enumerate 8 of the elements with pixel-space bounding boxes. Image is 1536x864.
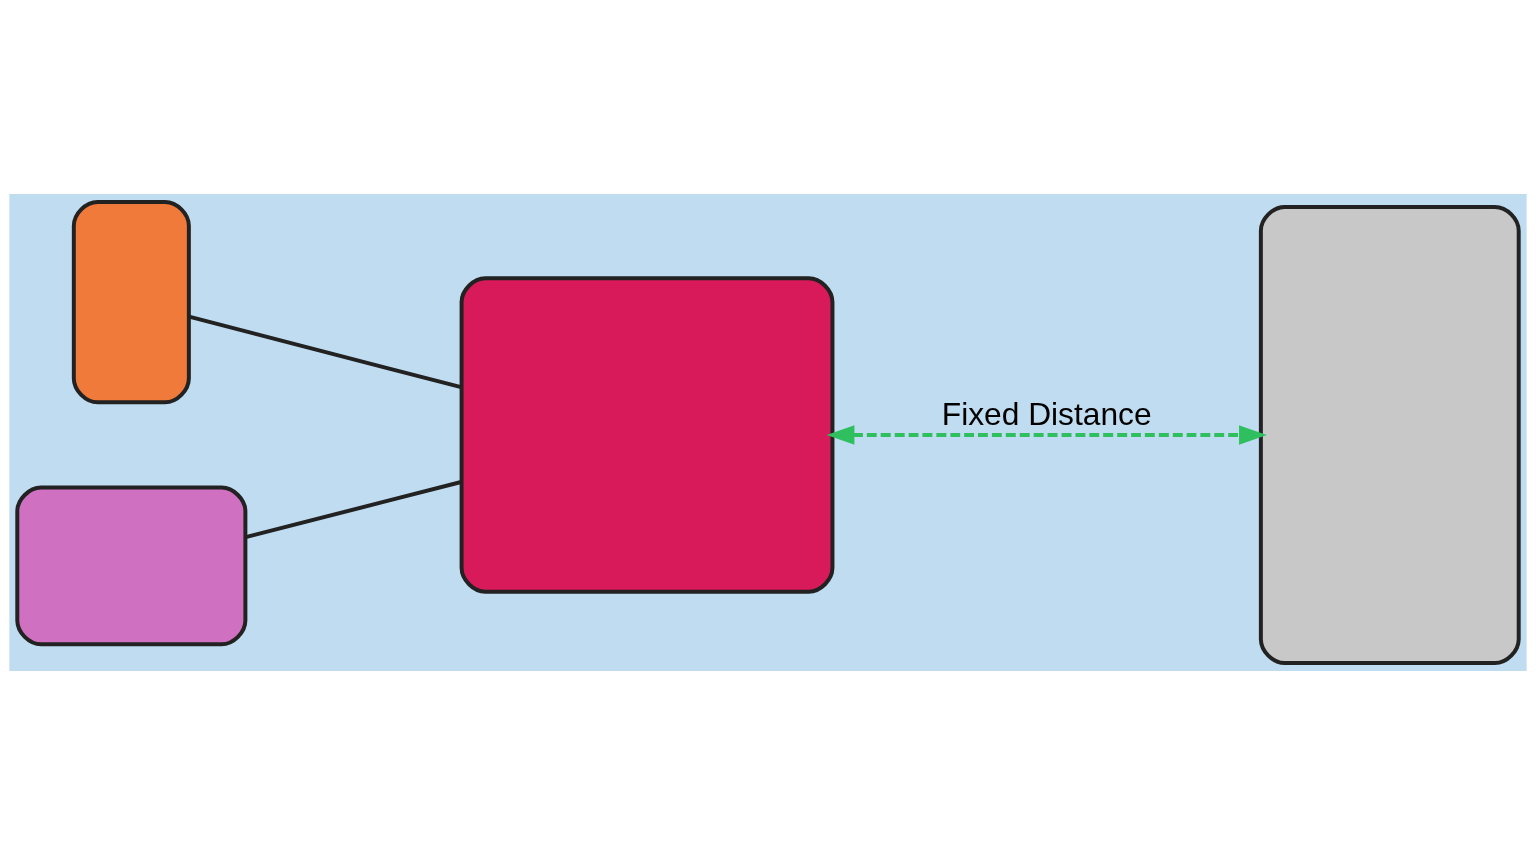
node-box	[71, 199, 191, 404]
connector	[245, 479, 462, 539]
arrow	[826, 424, 1267, 445]
edge-label: Fixed Distance	[941, 395, 1152, 432]
node-box	[459, 275, 835, 594]
node-box	[1258, 204, 1521, 665]
node-box	[15, 485, 248, 646]
connector	[188, 314, 462, 389]
